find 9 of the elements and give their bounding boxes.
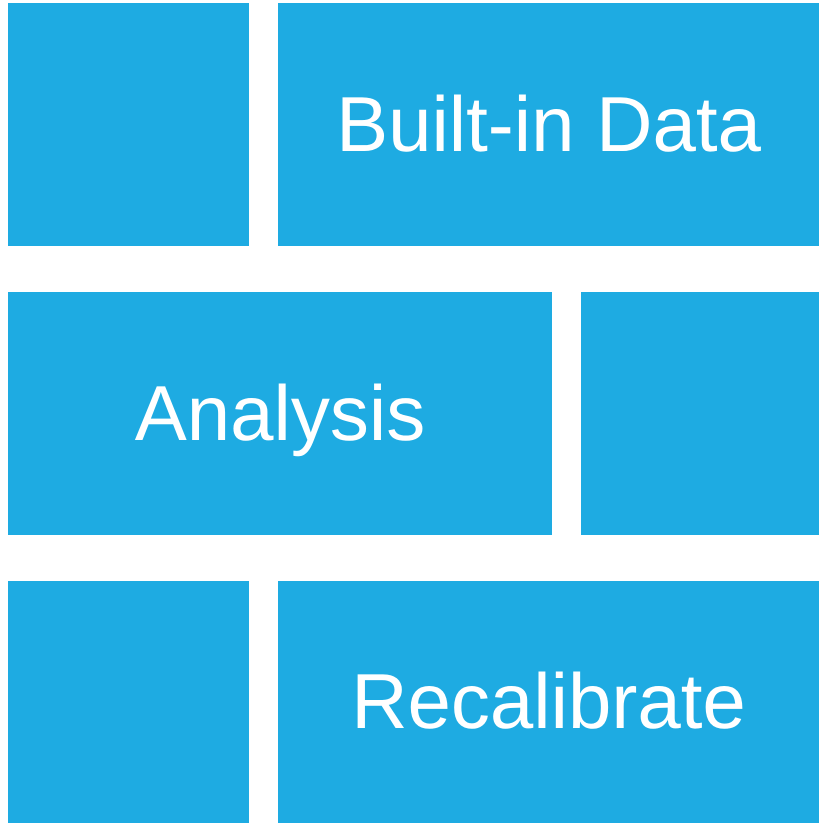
tile-label: Recalibrate <box>351 659 746 745</box>
blank-tile <box>8 581 249 823</box>
blank-tile <box>581 292 819 535</box>
blank-tile <box>8 3 249 246</box>
tile-label: Built-in Data <box>336 82 761 168</box>
tile-label: Analysis <box>134 370 426 456</box>
label-tile <box>278 581 819 823</box>
label-tile <box>278 3 819 246</box>
label-tile <box>8 292 552 535</box>
